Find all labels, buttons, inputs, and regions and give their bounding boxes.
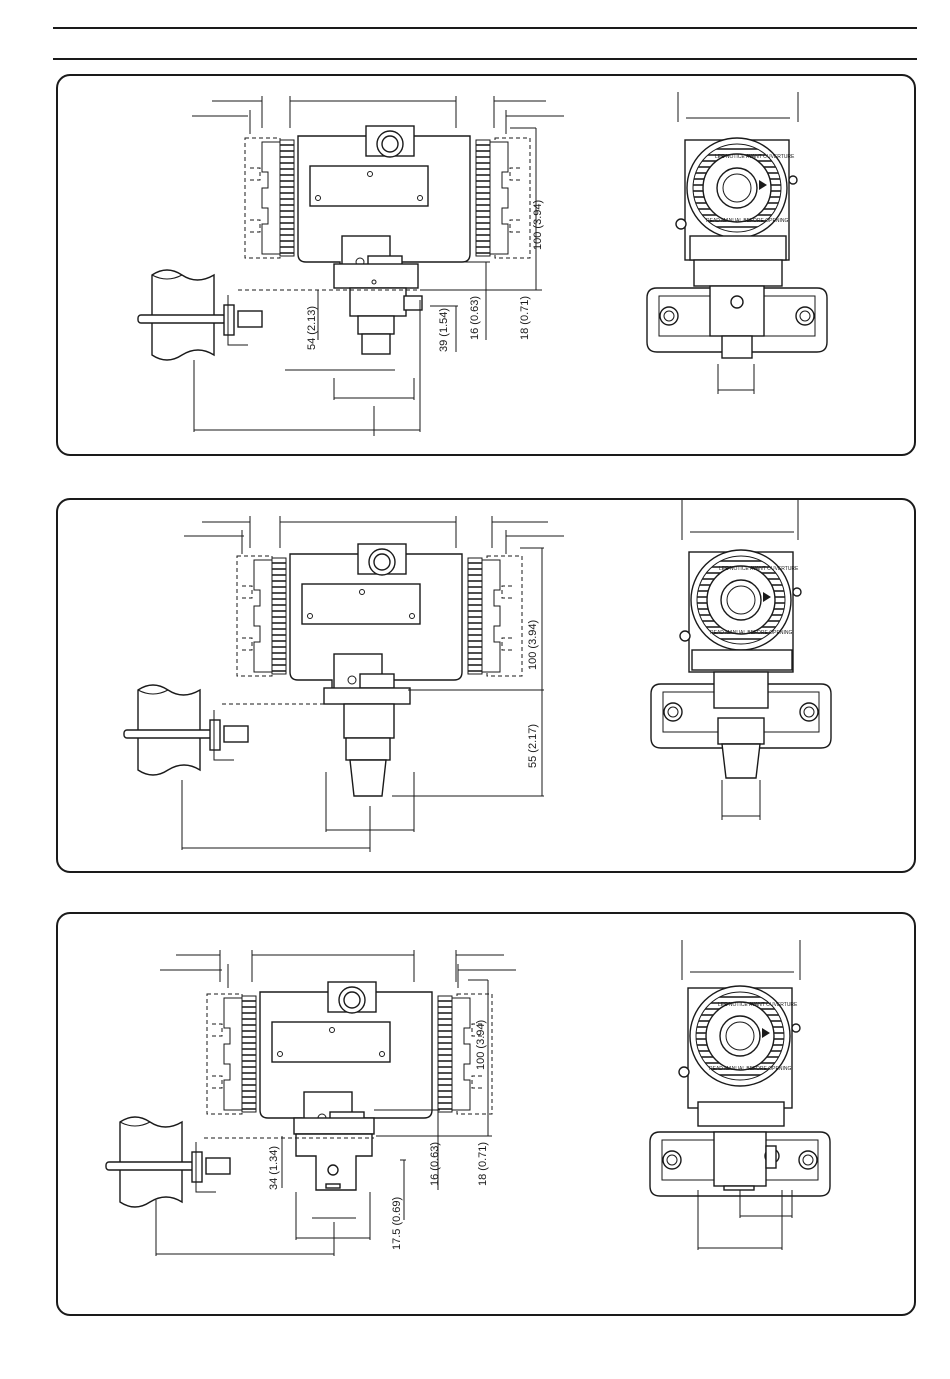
dim-100-panel2: 100 (3.94) (527, 620, 539, 670)
dim-100-panel1: 100 (3.94) (532, 200, 544, 250)
panel-1-side-view (647, 92, 827, 394)
gauge-text-panel2: LEE NOTICE AVANT OUVERTURE (719, 566, 799, 572)
gauge-text-panel1-b: READ MANUAL BEFORE OPENING (706, 218, 788, 224)
dim-16-panel3: 16 (0.63) (429, 1142, 441, 1186)
dim-16-panel1: 16 (0.63) (469, 296, 481, 340)
gauge-text-panel3: LEE NOTICE AVANT OUVERTURE (718, 1002, 798, 1008)
dim-100-panel3: 100 (3.94) (475, 1020, 487, 1070)
panel-1-front-view: 100 (3.94) 18 (0.71) 16 (0.63) 54 (2.13)… (138, 96, 564, 436)
panel-3-side-view (650, 940, 830, 1250)
dim-34-panel3: 34 (1.34) (268, 1146, 280, 1190)
panel-2-front-view: 100 (3.94) 55 (2.17) (124, 516, 564, 852)
gauge-text-panel3-b: READ MANUAL BEFORE OPENING (709, 1066, 791, 1072)
panel-3-front-view: 100 (3.94) 18 (0.71) 16 (0.63) 34 (1.34)… (106, 950, 516, 1256)
dim-54-panel1: 54 (2.13) (306, 306, 318, 350)
dim-18-panel1: 18 (0.71) (519, 296, 531, 340)
dim-18-panel3: 18 (0.71) (477, 1142, 489, 1186)
dim-17-5-panel3: 17.5 (0.69) (391, 1197, 403, 1250)
dim-55-panel2: 55 (2.17) (527, 724, 539, 768)
gauge-text-panel1: LEE NOTICE AVANT OUVERTURE (715, 154, 795, 160)
dim-39-panel1: 39 (1.54) (438, 308, 450, 352)
gauge-text-panel2-b: READ MANUAL BEFORE OPENING (710, 630, 792, 636)
panel-2-side-view (651, 500, 831, 820)
